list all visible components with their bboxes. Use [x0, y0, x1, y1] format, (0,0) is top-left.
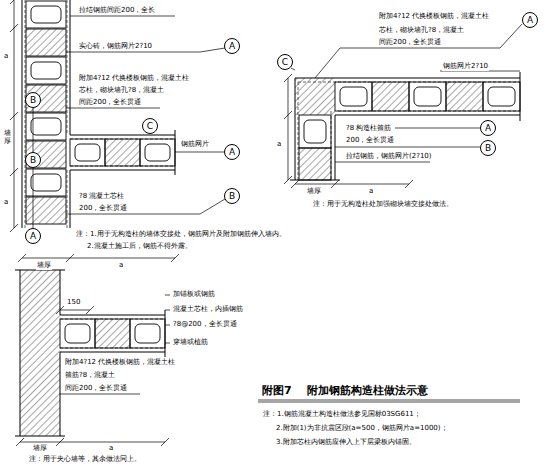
- annotation-text: 箍筋?8，混凝土: [64, 371, 116, 380]
- annotation-text: 附加4?12 代换楼板钢筋，混凝土柱: [64, 358, 176, 367]
- callout-letter: B: [229, 191, 235, 201]
- annotation-text: 芯柱，砌块墙孔?8，混凝土: [78, 86, 165, 95]
- annotation-text: 附加4?12 代换楼板钢筋，混凝土柱: [78, 74, 190, 83]
- note-text: 注：用于夹心墙等，其余做法同上。: [28, 455, 142, 464]
- callout-letter: A: [229, 147, 235, 157]
- callout-letter: A: [30, 231, 36, 241]
- callout-circle: A: [224, 38, 240, 54]
- callout-circle: A: [522, 12, 538, 28]
- callout-circle: B: [224, 188, 240, 204]
- callout-circle: C: [142, 118, 158, 134]
- annotation-text: 间距200，全长贯通: [378, 38, 442, 47]
- callout-letter: B: [30, 95, 36, 105]
- annotation-text: 附加4?12 代换楼板钢筋，混凝土柱: [378, 12, 490, 21]
- callout-circle: B: [25, 152, 41, 168]
- dimension-text: 150: [66, 298, 81, 307]
- annotation-text: 芯柱，砌块墙孔?8，混凝土: [378, 26, 465, 35]
- annotation-text: ?8 构造柱箍筋: [345, 124, 392, 133]
- callout-circle: A: [224, 144, 240, 160]
- callout-letter: A: [485, 123, 491, 133]
- callout-circle: B: [480, 140, 496, 156]
- annotation-text: 200，全长贯通: [345, 136, 395, 145]
- annotation-text: 混凝土芯柱，内插钢筋: [172, 305, 244, 314]
- note-text: 注：1.钢筋混凝土构造柱做法参见国标03SG611；: [262, 410, 422, 419]
- note-text: 2.附加(1)为非抗震区段(a=500，钢筋网片a=1000)；: [275, 424, 449, 433]
- callout-letter: B: [30, 155, 36, 165]
- callout-circle: C: [277, 54, 293, 70]
- note-text: 注：用于无构造柱处加强砌块墙交接处做法。: [312, 200, 454, 209]
- note-text: 3.附加芯柱内钢筋应伸入上下层梁板内锚固。: [275, 438, 417, 447]
- annotation-text: 穿墙或植筋: [172, 338, 209, 347]
- annotation-text: 钢筋网片: [180, 140, 210, 149]
- callout-circle: B: [25, 92, 41, 108]
- dimension-text: 墙厚: [36, 261, 52, 270]
- dimension-text: a: [3, 52, 9, 61]
- dimension-text: a: [118, 261, 124, 270]
- dimension-text: a: [276, 140, 282, 149]
- dimension-text: a: [108, 444, 114, 453]
- annotation-text: 200，全长贯通: [78, 204, 128, 213]
- annotation-text: 2.混凝土施工后，钢筋不得外露。: [86, 242, 193, 251]
- callout-letter: A: [527, 15, 533, 25]
- callout-letter: C: [282, 57, 288, 67]
- annotation-text: ?8 混凝土芯柱: [78, 192, 125, 201]
- callout-circle: A: [480, 120, 496, 136]
- callout-letter: B: [485, 143, 491, 153]
- dimension-text: 墙厚: [306, 187, 322, 196]
- callout-circle: A: [25, 228, 41, 244]
- callout-letter: A: [229, 41, 235, 51]
- dimension-text: a: [3, 198, 9, 207]
- annotation-text: 间距200，全长贯通: [64, 384, 128, 393]
- annotation-text: 拉结钢筋，钢筋网片(2?10): [345, 152, 433, 161]
- annotation-text: 拉结钢筋间距200，全长: [78, 6, 156, 15]
- annotation-text: ?8@200，全长贯通: [172, 320, 238, 329]
- dimension-text: a: [368, 187, 374, 196]
- note-text: 注：1.用于无构造柱的墙体交接处，钢筋网片及附加钢筋伸入墙内。: [75, 230, 287, 239]
- annotation-text: 加锚板或钢筋: [172, 290, 216, 299]
- dimension-text: 墙厚: [3, 130, 12, 145]
- figure-title: 附图7 附加钢筋构造柱做法示意: [262, 384, 428, 397]
- callout-letter: C: [147, 121, 153, 131]
- annotation-text: 实心砖，钢筋网片2?10: [78, 42, 153, 51]
- annotation-text: 间距200，全长贯通: [78, 98, 142, 107]
- dimension-text: 墙厚: [32, 444, 48, 453]
- annotation-text: 钢筋网片2?10: [442, 62, 489, 71]
